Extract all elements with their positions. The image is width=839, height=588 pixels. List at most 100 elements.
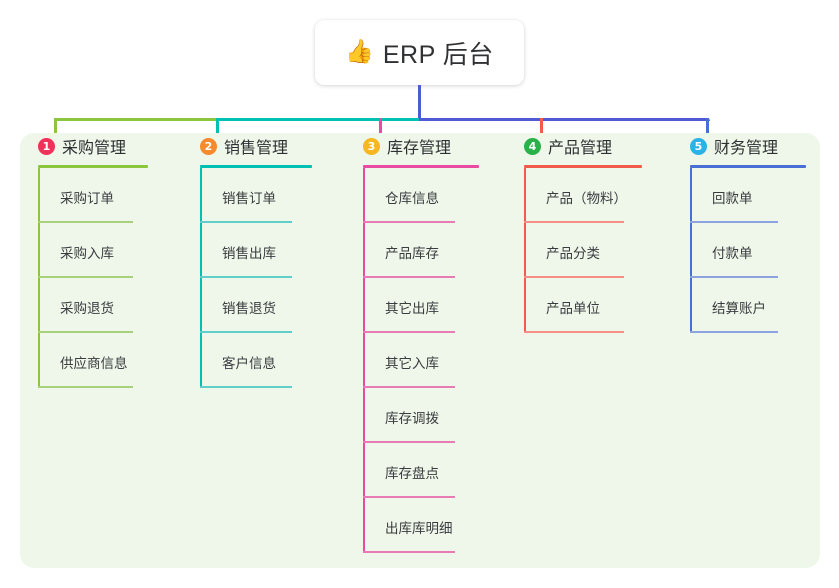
root-stem xyxy=(418,85,421,121)
leaf-trunk xyxy=(524,168,526,223)
leaf-underline xyxy=(200,276,292,278)
leaf-trunk xyxy=(363,168,365,223)
leaf-trunk xyxy=(38,168,40,223)
leaf-trunk xyxy=(690,278,692,333)
leaf-item[interactable]: 产品库存 xyxy=(363,223,455,278)
leaf-label: 采购入库 xyxy=(60,246,114,261)
leaf-trunk xyxy=(200,278,202,333)
branch-badge-5: 5 xyxy=(690,137,707,155)
leaf-underline xyxy=(363,276,455,278)
leaf-item[interactable]: 采购订单 xyxy=(38,168,133,223)
leaf-label: 销售出库 xyxy=(222,246,276,261)
leaf-item[interactable]: 客户信息 xyxy=(200,333,292,388)
leaf-underline xyxy=(690,276,778,278)
thumbs-up-icon: 👍 xyxy=(345,39,374,65)
leaf-item[interactable]: 其它出库 xyxy=(363,278,455,333)
branch-underline-2 xyxy=(200,165,312,168)
leaf-underline xyxy=(363,331,455,333)
leaf-item[interactable]: 出库库明细 xyxy=(363,498,455,553)
leaf-item[interactable]: 结算账户 xyxy=(690,278,778,333)
leaf-underline xyxy=(690,221,778,223)
leaf-trunk xyxy=(200,168,202,223)
leaf-item[interactable]: 付款单 xyxy=(690,223,778,278)
branch-underline-4 xyxy=(524,165,642,168)
leaf-label: 出库库明细 xyxy=(385,521,453,536)
leaf-list-5: 回款单付款单结算账户 xyxy=(690,168,778,333)
branch-badge-2: 2 xyxy=(200,137,217,155)
root-title: ERP 后台 xyxy=(382,40,494,69)
leaf-trunk xyxy=(363,388,365,443)
leaf-trunk xyxy=(690,168,692,223)
leaf-underline xyxy=(38,386,133,388)
leaf-underline xyxy=(524,276,624,278)
leaf-trunk xyxy=(38,333,40,388)
leaf-item[interactable]: 仓库信息 xyxy=(363,168,455,223)
leaf-list-1: 采购订单采购入库采购退货供应商信息 xyxy=(38,168,133,388)
leaf-trunk xyxy=(363,223,365,278)
branch-badge-3: 3 xyxy=(363,137,380,155)
leaf-trunk xyxy=(363,278,365,333)
leaf-underline xyxy=(363,496,455,498)
leaf-label: 销售退货 xyxy=(222,301,276,316)
leaf-label: 其它出库 xyxy=(385,301,439,316)
leaf-label: 库存盘点 xyxy=(385,466,439,481)
leaf-underline xyxy=(363,386,455,388)
leaf-underline xyxy=(38,276,133,278)
leaf-item[interactable]: 销售订单 xyxy=(200,168,292,223)
leaf-underline xyxy=(363,221,455,223)
leaf-underline xyxy=(38,221,133,223)
leaf-label: 其它入库 xyxy=(385,356,439,371)
leaf-item[interactable]: 销售退货 xyxy=(200,278,292,333)
leaf-item[interactable]: 销售出库 xyxy=(200,223,292,278)
leaf-underline xyxy=(363,551,455,553)
leaf-trunk xyxy=(363,443,365,498)
leaf-label: 供应商信息 xyxy=(60,356,128,371)
leaf-item[interactable]: 产品单位 xyxy=(524,278,624,333)
leaf-list-2: 销售订单销售出库销售退货客户信息 xyxy=(200,168,292,388)
leaf-item[interactable]: 库存调拨 xyxy=(363,388,455,443)
leaf-item[interactable]: 产品（物料） xyxy=(524,168,627,223)
branch-title-2: 销售管理 xyxy=(224,140,289,157)
leaf-item[interactable]: 其它入库 xyxy=(363,333,455,388)
leaf-underline xyxy=(200,221,292,223)
leaf-label: 产品单位 xyxy=(546,301,600,316)
branch-underline-3 xyxy=(363,165,479,168)
leaf-underline xyxy=(200,386,292,388)
leaf-list-3: 仓库信息产品库存其它出库其它入库库存调拨库存盘点出库库明细 xyxy=(363,168,455,553)
leaf-item[interactable]: 采购退货 xyxy=(38,278,133,333)
branch-title-1: 采购管理 xyxy=(62,140,127,157)
leaf-item[interactable]: 供应商信息 xyxy=(38,333,133,388)
leaf-label: 客户信息 xyxy=(222,356,276,371)
leaf-label: 销售订单 xyxy=(222,191,276,206)
leaf-trunk xyxy=(200,333,202,388)
leaf-item[interactable]: 采购入库 xyxy=(38,223,133,278)
leaf-trunk xyxy=(38,278,40,333)
leaf-label: 结算账户 xyxy=(712,301,766,316)
leaf-label: 回款单 xyxy=(712,191,753,206)
leaf-label: 采购退货 xyxy=(60,301,114,316)
leaf-list-4: 产品（物料） 产品分类产品单位 xyxy=(524,168,627,333)
leaf-trunk xyxy=(524,278,526,333)
leaf-item[interactable]: 回款单 xyxy=(690,168,778,223)
leaf-label: 产品分类 xyxy=(546,246,600,261)
root-node[interactable]: 👍 ERP 后台 xyxy=(315,20,524,85)
branch-header-2[interactable]: 2 销售管理 xyxy=(182,133,288,159)
connector-bar-teal xyxy=(217,118,422,121)
connector-bar-green xyxy=(55,118,220,121)
leaf-item[interactable]: 库存盘点 xyxy=(363,443,455,498)
leaf-trunk xyxy=(690,223,692,278)
leaf-label: 产品（物料） xyxy=(546,191,627,206)
leaf-item[interactable]: 产品分类 xyxy=(524,223,624,278)
leaf-trunk xyxy=(363,333,365,388)
leaf-underline xyxy=(200,331,292,333)
branch-underline-1 xyxy=(38,165,148,168)
